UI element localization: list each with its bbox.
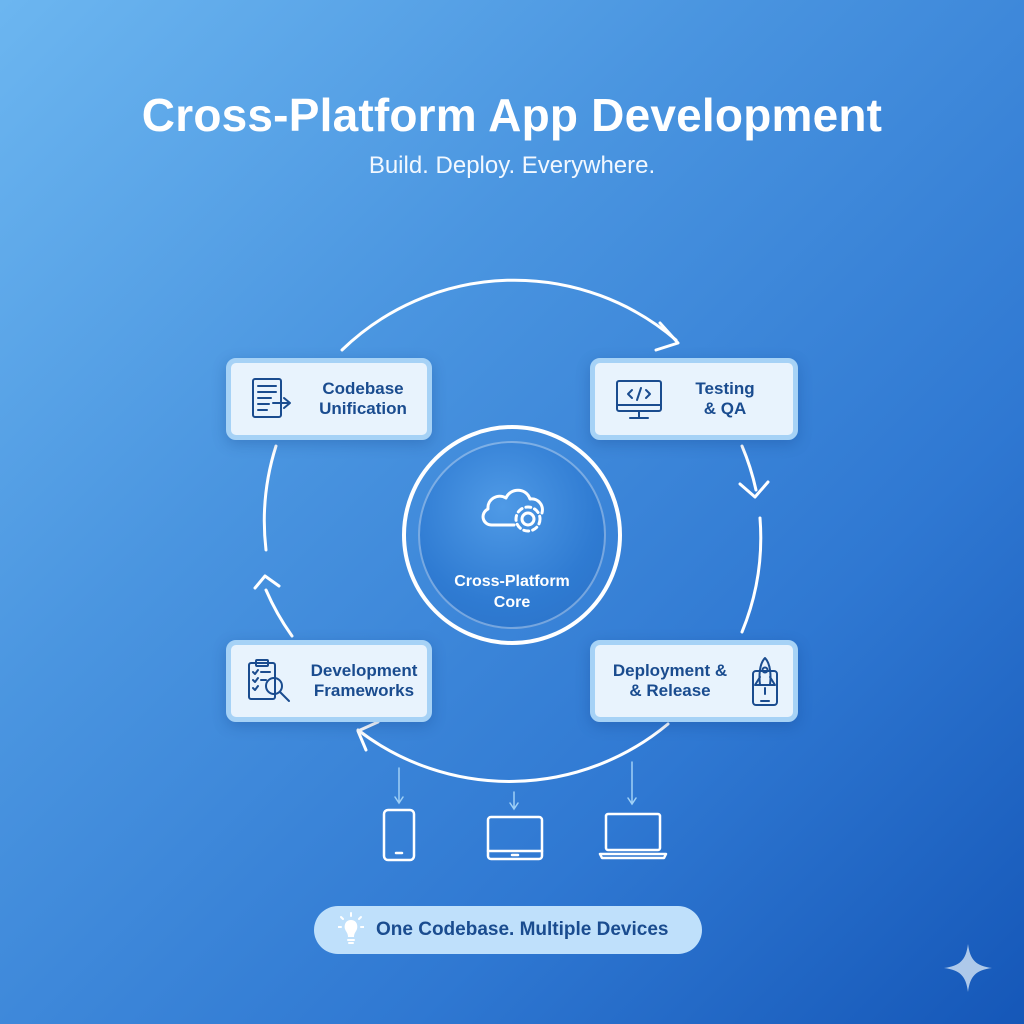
node-testing-qa: Testing& QA (590, 358, 798, 440)
arc-bottom (356, 722, 670, 783)
page-title: Cross-Platform App Development (141, 89, 883, 141)
node-label: Deployment && Release (612, 661, 728, 700)
arrowhead-top (654, 321, 680, 352)
checklist-magnifier-icon (243, 655, 295, 707)
arc-right (740, 516, 763, 634)
lightbulb-icon (337, 912, 365, 948)
drop-arrow-phone (394, 767, 404, 805)
arrowhead-right (738, 480, 770, 499)
node-deployment-release: Deployment && Release (590, 640, 798, 722)
arc-left (264, 588, 294, 638)
arrowhead-left (253, 574, 281, 590)
page-subtitle: Build. Deploy. Everywhere. (368, 152, 656, 179)
monitor-code-icon (613, 373, 665, 425)
arc-top (340, 278, 678, 352)
node-label: Testing& QA (695, 379, 755, 418)
arrowhead-bottom (356, 720, 380, 752)
drop-arrow-laptop (627, 761, 637, 806)
sparkle-icon (942, 942, 994, 994)
rocket-phone-icon (739, 655, 791, 707)
tablet-icon (486, 815, 544, 861)
arc-left-upper (262, 444, 278, 552)
document-arrow-icon (245, 373, 297, 425)
arc-right-upper (740, 444, 758, 492)
smartphone-icon (382, 808, 416, 862)
tagline-pill: One Codebase. Multiple Devices (314, 906, 702, 954)
drop-arrow-tablet (509, 791, 519, 811)
laptop-icon (598, 812, 668, 860)
cloud-gear-icon (476, 479, 554, 539)
tagline-text: One Codebase. Multiple Devices (376, 919, 669, 940)
